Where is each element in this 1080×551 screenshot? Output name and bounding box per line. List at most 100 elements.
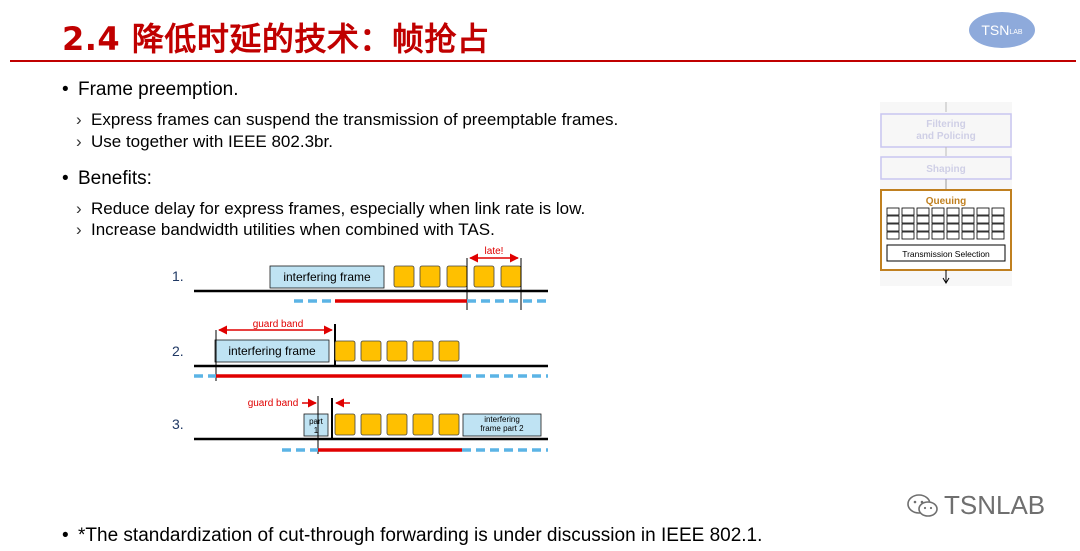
queue-slot: [946, 223, 960, 232]
express-frame: [386, 340, 408, 362]
watermark-text: TSNLAB: [944, 490, 1046, 520]
footnote-text: *The standardization of cut-through forw…: [78, 525, 763, 546]
queue-slot: [976, 207, 990, 216]
queue-slot: [886, 223, 900, 232]
sub-bullet: › Use together with IEEE 802.3br.: [76, 132, 333, 152]
slide-title: 2.4 降低时延的技术：帧抢占: [62, 20, 490, 58]
queue-slot: [916, 207, 930, 216]
queue-slot: [976, 215, 990, 224]
queue-slot: [976, 223, 990, 232]
queue-slot: [946, 231, 960, 240]
queue-slot: [961, 223, 975, 232]
queue-slot: [931, 215, 945, 224]
interfering-frame-part-2: [462, 413, 542, 437]
express-frame: [446, 265, 468, 288]
express-frame: [386, 413, 408, 436]
queue-slot: [901, 231, 915, 240]
shaping-label: Shaping: [926, 164, 965, 175]
express-frame: [438, 340, 460, 362]
interfering-frame-block: [269, 265, 385, 289]
wechat-watermark: TSNLAB: [906, 490, 1045, 521]
express-frame: [412, 340, 434, 362]
queue-slot: [991, 215, 1005, 224]
wechat-icon: [907, 493, 938, 517]
queue-slot: [991, 207, 1005, 216]
express-frame: [419, 265, 441, 288]
sub-bullet-text: Use together with IEEE 802.3br.: [91, 132, 333, 151]
bullet-frame-preemption: • Frame preemption.: [62, 79, 239, 101]
interfering-frame-label: interfering frame: [283, 270, 371, 284]
transmission-selection-label: Transmission Selection: [902, 249, 990, 259]
row-number: 3.: [172, 416, 184, 432]
diagram-row-1: 1. interfering frame late!: [172, 246, 548, 310]
logo-text: TSN: [981, 22, 1010, 38]
sub-bullet-text: Express frames can suspend the transmiss…: [91, 110, 619, 129]
chevron-right-icon: ›: [76, 220, 82, 239]
queue-slot: [991, 223, 1005, 232]
queue-slot: [931, 231, 945, 240]
interfering-frame-part-1: [303, 413, 329, 437]
late-label: late!: [485, 246, 504, 257]
queue-grid: [886, 207, 1005, 240]
sub-bullet-text: Increase bandwidth utilities when combin…: [91, 220, 495, 239]
chevron-right-icon: ›: [76, 199, 82, 218]
logo-small-text: LAB: [1009, 29, 1023, 36]
queue-slot: [961, 215, 975, 224]
queue-slot: [886, 231, 900, 240]
diagram-row-2: 2. interfering frame guard band: [172, 319, 548, 381]
bullet-benefits: • Benefits:: [62, 168, 152, 190]
title-divider: [10, 60, 1076, 62]
express-frame: [412, 413, 434, 436]
queue-slot: [886, 207, 900, 216]
bullet-dot: •: [62, 79, 69, 100]
queue-slot: [901, 207, 915, 216]
express-frame: [473, 265, 495, 288]
queue-slot: [976, 231, 990, 240]
express-frame: [334, 413, 356, 436]
queue-slot: [961, 207, 975, 216]
queue-slot: [916, 223, 930, 232]
interfering-frame-label: interfering frame: [228, 344, 316, 358]
queue-slot: [901, 215, 915, 224]
guard-band-label: guard band: [253, 319, 304, 330]
express-frame: [360, 340, 382, 362]
queue-slot: [946, 207, 960, 216]
queue-slot: [916, 215, 930, 224]
express-frame: [500, 265, 522, 288]
express-frame: [334, 340, 356, 362]
express-frame: [393, 265, 415, 288]
bullet-dot: •: [62, 168, 69, 189]
sub-bullet: › Increase bandwidth utilities when combi…: [76, 220, 495, 240]
queue-slot: [886, 215, 900, 224]
chevron-right-icon: ›: [76, 110, 82, 129]
sub-bullet: › Express frames can suspend the transmis…: [76, 110, 618, 130]
row-number: 1.: [172, 268, 184, 284]
interfering-frame-block: [214, 339, 330, 363]
chevron-right-icon: ›: [76, 132, 82, 151]
bullet-dot: •: [62, 525, 69, 546]
sub-bullet: › Reduce delay for express frames, especi…: [76, 199, 585, 219]
express-frame: [360, 413, 382, 436]
queue-slot: [931, 223, 945, 232]
queue-slot: [946, 215, 960, 224]
express-frame: [438, 413, 460, 436]
guard-band-label: guard band: [248, 398, 299, 409]
bullet-text: Frame preemption.: [78, 79, 239, 100]
preemption-diagram: 1. interfering frame late! 2. interferin…: [172, 246, 548, 454]
queue-slot: [931, 207, 945, 216]
footnote: • *The standardization of cut-through for…: [62, 525, 762, 547]
queue-slot: [961, 231, 975, 240]
queue-slot: [901, 223, 915, 232]
queue-slot: [991, 231, 1005, 240]
queue-slot: [916, 231, 930, 240]
sub-bullet-text: Reduce delay for express frames, especia…: [91, 199, 586, 218]
bullet-text: Benefits:: [78, 168, 152, 189]
queuing-label: Queuing: [926, 196, 967, 207]
row-number: 2.: [172, 343, 184, 359]
